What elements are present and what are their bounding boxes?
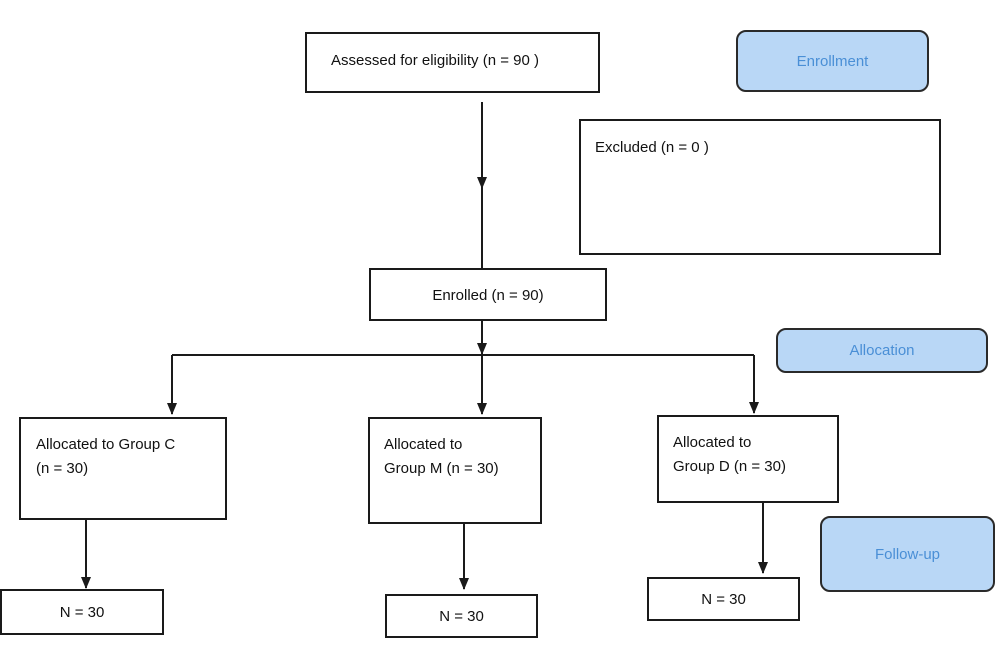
allocation-stage-text: Allocation [849, 342, 915, 359]
enrolled-label: Enrolled (n = 90) [432, 287, 544, 304]
enrollment-stage-text: Enrollment [796, 52, 869, 70]
excluded-label: Excluded (n = 0 ) [595, 139, 709, 156]
group-d-box: Allocated to Group D (n = 30) [657, 415, 839, 503]
excluded-box: Excluded (n = 0 ) [579, 119, 941, 255]
followup-stage-label: Follow-up [820, 516, 995, 592]
group-c-label-line2: (n = 30) [36, 460, 89, 477]
allocation-stage-label: Allocation [776, 328, 988, 373]
followup-d-box: N = 30 [647, 577, 800, 621]
enrolled-box: Enrolled (n = 90) [369, 268, 607, 321]
group-d-label-line1: Allocated to [673, 434, 752, 451]
followup-c-box: N = 30 [0, 589, 164, 635]
group-c-box: Allocated to Group C (n = 30) [19, 417, 227, 520]
enrollment-stage-label: Enrollment [736, 30, 929, 92]
followup-m-box: N = 30 [385, 594, 538, 638]
group-c-label-line1: Allocated to Group C [36, 436, 176, 453]
assessed-box: Assessed for eligibility (n = 90 ) [305, 32, 600, 93]
group-m-box: Allocated to Group M (n = 30) [368, 417, 542, 524]
group-m-label-line2: Group M (n = 30) [384, 460, 499, 477]
group-m-label-line1: Allocated to [384, 436, 463, 453]
assessed-label: Assessed for eligibility (n = 90 ) [331, 52, 540, 69]
followup-stage-text: Follow-up [874, 545, 941, 563]
followup-d-label: N = 30 [701, 591, 746, 608]
followup-c-label: N = 30 [59, 604, 105, 621]
followup-m-label: N = 30 [439, 608, 484, 625]
group-d-label-line2: Group D (n = 30) [673, 458, 786, 475]
